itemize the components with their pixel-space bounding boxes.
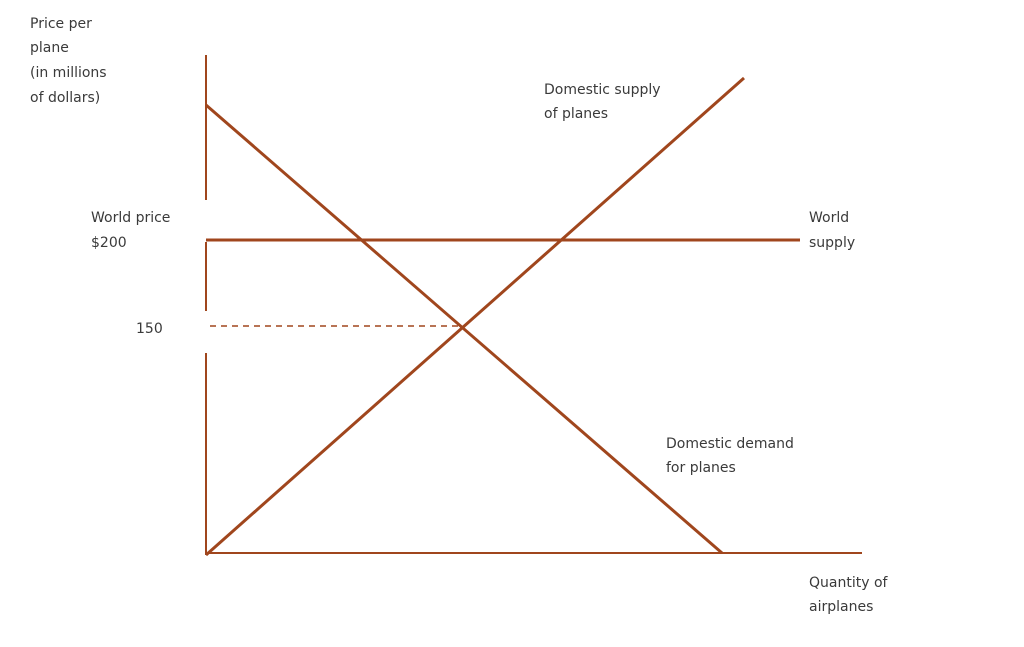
y-axis-label-line-3: (in millions [30, 65, 107, 81]
axis-gap-world-price [203, 200, 209, 242]
x-axis-label: Quantity of airplanes [809, 575, 892, 615]
domestic-demand-label: Domestic demand for planes [666, 436, 798, 476]
x-axis-label-line-1: Quantity of [809, 575, 889, 591]
world-price-label-line-2: $200 [91, 235, 127, 251]
domestic-demand-label-line-2: for planes [666, 460, 736, 476]
domestic-supply-label-line-2: of planes [544, 106, 608, 122]
y-axis-label-line-4: of dollars) [30, 90, 100, 106]
domestic-demand-label-line-1: Domestic demand [666, 436, 794, 452]
world-price-label: World price $200 [91, 210, 175, 251]
domestic-demand-line [205, 103, 723, 555]
y-axis-label-line-1: Price per [30, 16, 92, 32]
x-axis-label-line-2: airplanes [809, 599, 873, 615]
domestic-supply-label-line-1: Domestic supply [544, 82, 661, 98]
price-150-label: 150 [136, 321, 163, 337]
world-price-label-line-1: World price [91, 210, 170, 226]
y-axis-label-line-2: plane [30, 40, 69, 56]
axis-gap-150 [203, 311, 209, 353]
domestic-supply-line [205, 76, 745, 557]
world-supply-label-line-2: supply [809, 235, 855, 251]
world-supply-label-line-1: World [809, 210, 849, 226]
y-axis-label: Price per plane (in millions of dollars) [30, 16, 111, 106]
world-supply-label: World supply [809, 210, 855, 251]
domestic-supply-label: Domestic supply of planes [544, 82, 665, 122]
